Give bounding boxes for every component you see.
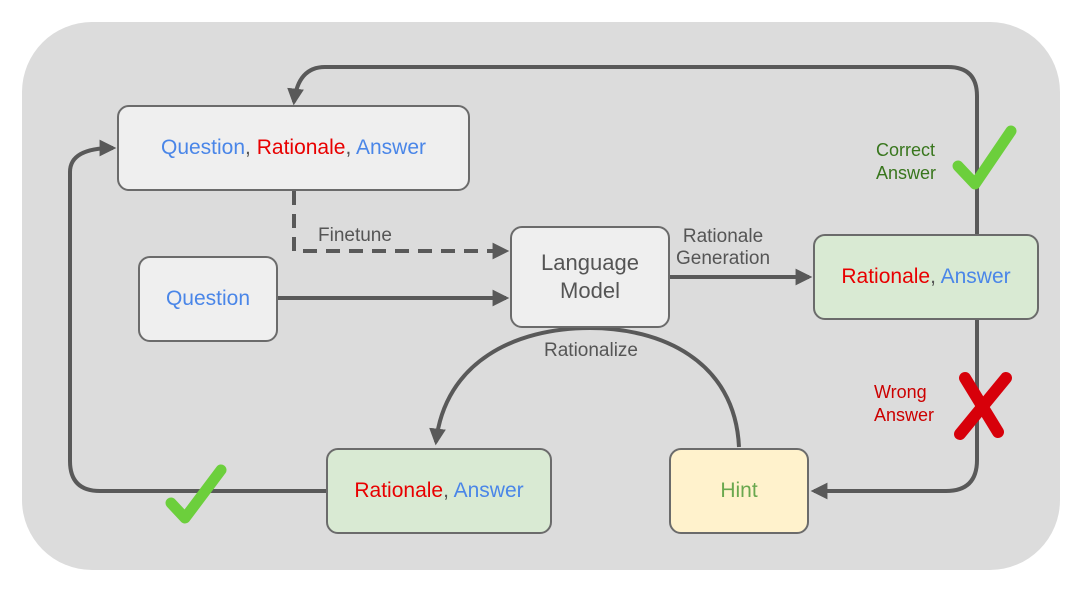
qra-rationale-text: Rationale (256, 136, 346, 159)
label-correct-line-1: Correct (876, 140, 936, 160)
rationalized-rationale-text: Rationale (354, 479, 444, 502)
label-wrong-answer: Wrong Answer (874, 381, 934, 427)
node-rationale-answer-generated: Rationale, Answer (813, 234, 1039, 320)
rationalized-answer-text: Answer (453, 479, 524, 502)
node-hint: Hint (669, 448, 809, 534)
language-model-line-2: Model (560, 278, 620, 303)
qra-separator-1: , (245, 136, 257, 159)
label-wrong-line-1: Wrong (874, 382, 927, 402)
generated-separator: , (930, 265, 941, 288)
label-finetune: Finetune (318, 225, 392, 246)
question-text: Question (165, 287, 251, 310)
node-question-rationale-answer: Question, Rationale, Answer (117, 105, 470, 191)
label-rationalize: Rationalize (544, 340, 638, 361)
generated-answer-text: Answer (940, 265, 1011, 288)
check-icon (165, 464, 227, 524)
qra-separator-2: , (345, 136, 356, 159)
rationalized-separator: , (443, 479, 454, 502)
label-correct-answer: Correct Answer (876, 139, 936, 185)
qra-answer-text: Answer (355, 136, 426, 159)
generated-rationale-text: Rationale (841, 265, 931, 288)
cross-icon (954, 372, 1012, 440)
node-language-model: Language Model (510, 226, 670, 328)
edge-bottom-to-qra (68, 139, 326, 493)
edge-correct-loop (287, 65, 979, 234)
edge-rationalize (429, 325, 741, 448)
label-wrong-line-2: Answer (874, 405, 935, 425)
language-model-line-1: Language (541, 250, 639, 275)
label-correct-line-2: Answer (876, 163, 937, 183)
node-rationale-answer-rationalized: Rationale, Answer (326, 448, 552, 534)
edge-finetune (292, 191, 510, 260)
edge-wrong-to-hint (810, 320, 979, 500)
node-question: Question (138, 256, 278, 342)
qra-question-text: Question (160, 136, 246, 159)
label-rationale-generation-line-1: Rationale (682, 226, 764, 247)
label-rationale-generation-line-2: Generation (676, 248, 771, 269)
check-icon (952, 125, 1017, 190)
label-rationale-generation: Rationale Generation (676, 226, 770, 270)
hint-text: Hint (720, 479, 758, 502)
